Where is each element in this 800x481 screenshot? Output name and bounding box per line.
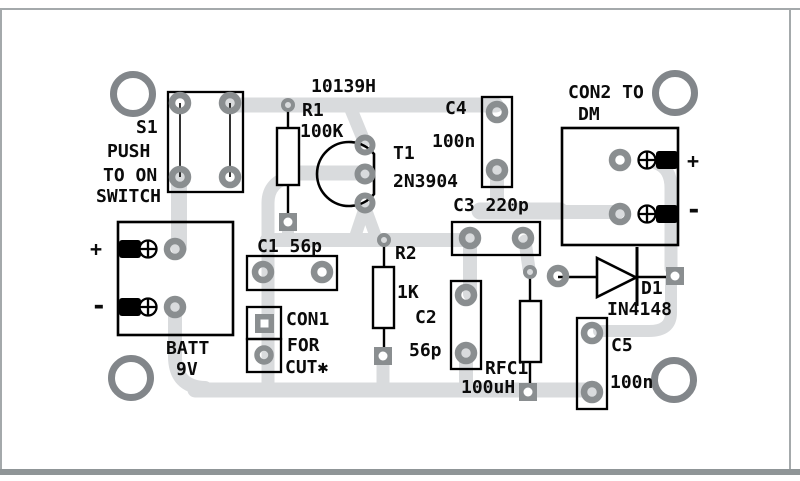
c2-value-label: 56p	[409, 340, 442, 361]
screw-icon	[637, 204, 657, 224]
battery-plus-label: +	[90, 237, 103, 261]
con2-label-line1: CON2 TO	[568, 82, 644, 103]
t1-ref-label: T1	[393, 143, 415, 164]
round-pads	[163, 91, 632, 404]
con2-plus-tab	[656, 151, 678, 169]
con1-ref-label: CON1	[286, 309, 330, 330]
con2-label-line2: DM	[578, 104, 600, 125]
component-outlines	[116, 90, 680, 411]
s1-desc-line2: TO ON	[103, 165, 158, 186]
battery-minus-tab	[119, 298, 141, 316]
s1-desc-line3: SWITCH	[96, 186, 162, 207]
diode-d1-graphic	[558, 247, 675, 306]
c5-ref-label: C5	[611, 335, 633, 356]
square-pads	[255, 213, 684, 401]
resistor-bodies	[275, 126, 543, 364]
r2-body	[371, 265, 396, 330]
con1-note-line1: FOR	[287, 335, 320, 356]
con2-minus-tab	[656, 205, 678, 223]
mount-hole	[108, 355, 154, 401]
rfc1-body	[518, 299, 543, 364]
rfc1-ref-label: RFC1	[485, 358, 529, 379]
c5-value-label: 100n	[610, 372, 654, 393]
mount-hole	[110, 71, 156, 117]
s1-ref-label: S1	[136, 117, 158, 138]
mounting-holes	[108, 70, 698, 403]
con2-minus-label: -	[686, 195, 702, 225]
mount-hole	[651, 357, 697, 403]
c3-outline	[450, 220, 542, 257]
c4-ref-label: C4	[445, 98, 467, 119]
con1-bottom-outline	[245, 337, 283, 374]
battery-outline	[116, 220, 235, 337]
c4-value-label: 100n	[432, 131, 476, 152]
board-code-label: 10139H	[311, 76, 377, 97]
frame-left	[0, 8, 2, 470]
s1-pole-links	[179, 103, 231, 177]
r1-ref-label: R1	[302, 100, 324, 121]
c2-outline	[449, 279, 483, 371]
battery-minus-label: -	[91, 291, 107, 321]
c1-outline	[245, 254, 339, 292]
c1-label: C1 56p	[257, 236, 323, 257]
t1-value-label: 2N3904	[393, 171, 459, 192]
c5-outline	[575, 316, 609, 411]
screw-icon	[138, 239, 158, 259]
r2-ref-label: R2	[395, 243, 417, 264]
r1-body	[275, 126, 301, 187]
battery-ref-label: BATT	[166, 338, 210, 359]
terminal-tabs	[119, 151, 678, 316]
frame-bottom-bar	[0, 469, 800, 475]
s1-desc-line1: PUSH	[107, 141, 151, 162]
rfc1-value-label: 100uH	[461, 377, 516, 398]
frame-top	[0, 8, 800, 10]
con2-plus-label: +	[687, 149, 700, 173]
r2-value-label: 1K	[397, 282, 419, 303]
battery-value-label: 9V	[176, 359, 198, 380]
d1-ref-label: D1	[641, 278, 663, 299]
con1-note-line2: CUT✱	[285, 357, 329, 378]
screw-icon	[637, 150, 657, 170]
con2-outline	[560, 126, 680, 247]
r1-value-label: 100K	[300, 121, 344, 142]
battery-plus-tab	[119, 240, 141, 258]
s1-outline	[166, 90, 245, 194]
screw-icon	[138, 297, 158, 317]
d1-triangle	[595, 255, 639, 300]
c4-outline	[480, 95, 514, 189]
mount-hole	[652, 70, 698, 116]
c2-ref-label: C2	[415, 307, 437, 328]
frame-right	[789, 8, 791, 470]
screw-symbols	[138, 150, 657, 317]
d1-value-label: IN4148	[607, 299, 673, 320]
c3-label: C3 220p	[453, 195, 529, 216]
